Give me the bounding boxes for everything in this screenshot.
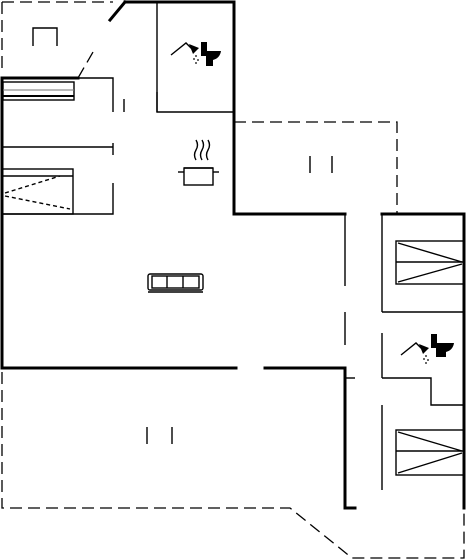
- bathroom-right-fixtures: [400, 334, 454, 364]
- entry-area: [2, 27, 75, 101]
- bed-icon: [1, 168, 74, 215]
- shower-icon: [170, 42, 199, 64]
- terrace-top-left-outline: [1, 1, 113, 79]
- shower-icon: [400, 342, 429, 364]
- wall-right: [380, 212, 466, 510]
- bathroom-top-fixtures: [170, 42, 221, 66]
- bed-icon: [395, 240, 465, 285]
- cooking-pot-icon: [178, 139, 219, 186]
- wall-lower-middle: [263, 366, 357, 510]
- bed-icon: [395, 429, 465, 476]
- exterior-walls: [0, 0, 466, 510]
- wall-upper: [123, 0, 347, 216]
- bench-icon: [309, 156, 333, 173]
- terrace-right-outline: [234, 121, 398, 214]
- toilet-icon: [431, 334, 454, 357]
- bench-icon: [146, 427, 173, 444]
- toilet-icon: [201, 42, 221, 66]
- wall-bath-top: [156, 2, 234, 113]
- interior-walls: [2, 2, 464, 490]
- chair-icon: [32, 27, 58, 46]
- entry-doormat: [2, 81, 75, 101]
- wall-right-bath-bottom: [382, 377, 464, 406]
- wall-left: [0, 76, 238, 370]
- wall-diagonal-entry: [107, 0, 128, 23]
- wall-hall: [78, 77, 114, 112]
- terrace-bottom-outline: [1, 372, 465, 559]
- sofa-icon: [147, 273, 204, 293]
- wall-bedroom-left: [2, 183, 114, 215]
